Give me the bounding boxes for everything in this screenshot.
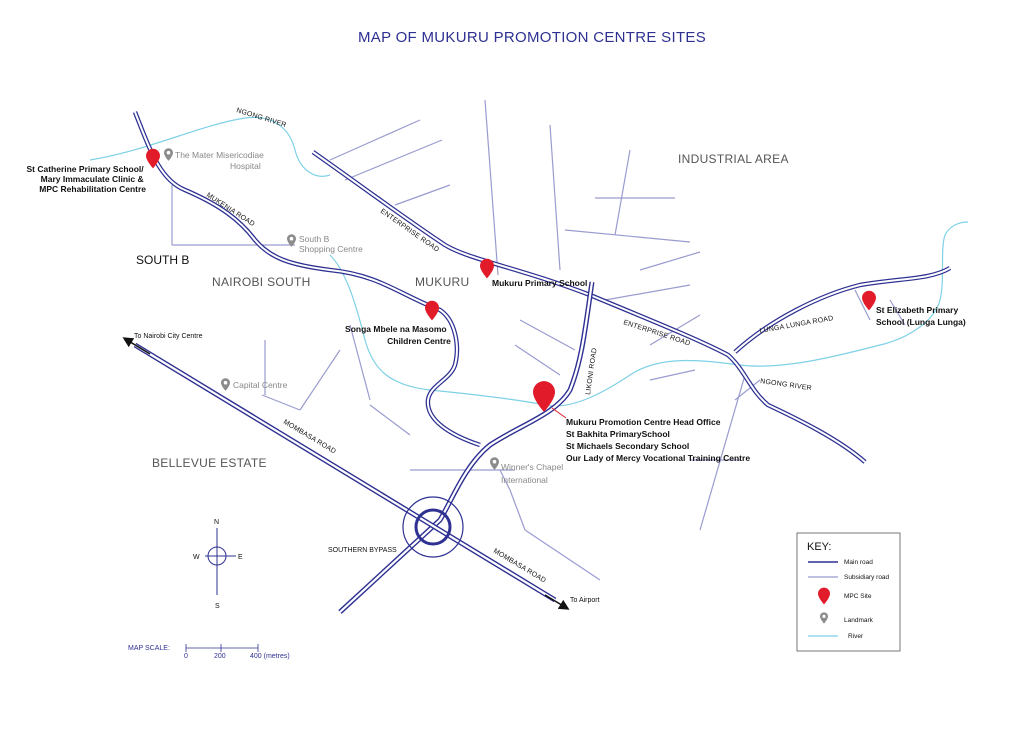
landmark-label-winners-chapel: Winner's Chapel International	[501, 462, 565, 485]
key-item-river: River	[848, 633, 864, 640]
scale-tick-0: 0	[184, 653, 188, 660]
area-bellevue-estate: BELLEVUE ESTATE	[152, 456, 267, 470]
landmark-pin-mater[interactable]	[164, 148, 173, 161]
arrow-to-airport	[544, 594, 570, 610]
site-label-songa-mbele: Songa Mbele na Masomo Children Centre	[345, 324, 451, 346]
likoni-road	[338, 281, 595, 614]
label-southern-bypass: SOUTHERN BYPASS	[328, 547, 397, 554]
key-item-landmark: Landmark	[844, 617, 874, 624]
area-south-b: SOUTH B	[136, 253, 189, 267]
subsidiary-roads	[171, 99, 906, 581]
landmark-label-south-b-shopping: South B Shopping Centre	[299, 234, 363, 254]
mukenia-road	[132, 111, 481, 448]
river-ngong	[89, 116, 969, 407]
compass-s: S	[215, 603, 220, 610]
head-office-leader	[551, 407, 567, 419]
label-to-city-centre: To Nairobi City Centre	[134, 333, 203, 340]
landmark-label-mater: The Mater Misericodiae Hospital	[175, 150, 266, 171]
compass-e: E	[238, 554, 243, 561]
site-pin-songa-mbele[interactable]	[425, 300, 439, 321]
site-label-mukuru-primary: Mukuru Primary School	[492, 278, 587, 288]
map-key: KEY: Main road Subsidiary road MPC Site …	[796, 532, 901, 652]
lunga-lunga-road	[733, 266, 952, 354]
key-item-main-road: Main road	[844, 559, 873, 566]
site-label-head-office: Mukuru Promotion Centre Head Office St B…	[566, 417, 750, 463]
landmark-pin-capital-centre[interactable]	[221, 378, 230, 391]
arrow-to-city-centre	[122, 337, 151, 355]
scale-label: MAP SCALE:	[128, 645, 170, 652]
compass	[205, 528, 236, 595]
area-nairobi-south: NAIROBI SOUTH	[212, 275, 311, 289]
key-title: KEY:	[807, 541, 831, 553]
site-label-st-elizabeth: St Elizabeth Primary School (Lunga Lunga…	[876, 305, 966, 327]
label-ngong-river-right: NGONG RIVER	[760, 378, 812, 392]
map-title: MAP OF MUKURU PROMOTION CENTRE SITES	[358, 29, 706, 46]
scale-tick-400: 400 (metres)	[250, 653, 290, 660]
site-label-st-catherine: St Catherine Primary School/ Mary Immacu…	[26, 164, 146, 194]
key-item-subsidiary-road: Subsidiary road	[844, 574, 890, 581]
site-pin-mukuru-primary[interactable]	[480, 258, 494, 279]
label-likoni-road: LIKONI ROAD	[585, 347, 599, 395]
scale-bar	[185, 644, 259, 652]
mombasa-road	[133, 342, 557, 603]
landmark-pin-winners-chapel[interactable]	[490, 457, 499, 470]
area-industrial-area: INDUSTRIAL AREA	[678, 152, 789, 166]
key-item-mpc-site: MPC Site	[844, 593, 872, 600]
scale-tick-200: 200	[214, 653, 226, 660]
label-mukenia-road: MUKENIA ROAD	[205, 192, 256, 228]
area-mukuru: MUKURU	[415, 275, 469, 289]
enterprise-road	[311, 150, 867, 464]
compass-n: N	[214, 519, 219, 526]
compass-w: W	[193, 554, 200, 561]
label-enterprise-road-top: ENTERPRISE ROAD	[379, 208, 440, 254]
landmark-label-capital-centre: Capital Centre	[233, 380, 288, 390]
main-roads	[132, 111, 952, 614]
roundabout	[402, 496, 464, 558]
label-to-airport: To Airport	[570, 597, 600, 604]
